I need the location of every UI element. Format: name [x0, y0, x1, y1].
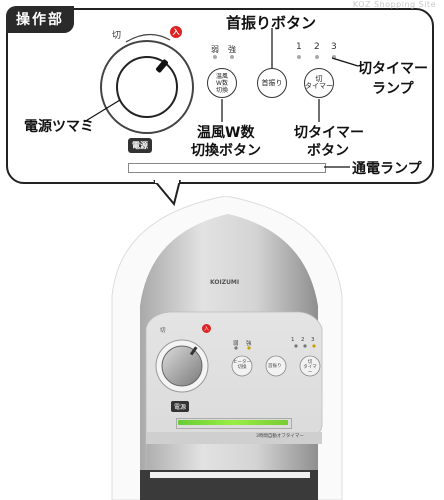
- heater-timer-btn[interactable]: 切 タイマー: [303, 360, 317, 375]
- heater-body: [111, 196, 343, 500]
- power-tag: 電源: [128, 138, 152, 153]
- heater-num-2: 2: [301, 337, 305, 343]
- power-lamp: [128, 163, 326, 173]
- heater-lamp-outline: [176, 418, 292, 429]
- strong-label: 強: [228, 45, 236, 54]
- swing-button[interactable]: 首振り: [257, 68, 287, 98]
- timer-note: 3時間自動オフタイマー: [256, 434, 304, 439]
- timer-num-3: 3: [331, 42, 337, 52]
- strong-lamp: [230, 55, 234, 59]
- heater-switch-btn[interactable]: ヒーター 切換: [233, 360, 251, 370]
- timer-lamp-1: [297, 55, 301, 59]
- timer-num-2: 2: [314, 42, 320, 52]
- leader-lines: [83, 28, 359, 168]
- heater-strong: 強: [246, 341, 252, 347]
- timer-num-1: 1: [296, 42, 302, 52]
- heater-power-lamp: [178, 420, 288, 425]
- weak-lamp: [213, 55, 217, 59]
- heat-annotation-1: 温風W数: [197, 125, 255, 141]
- heater-num-3: 3: [311, 337, 315, 343]
- on-badge: 入: [170, 26, 182, 38]
- timer-btn-annotation-1: 切タイマー: [294, 125, 364, 141]
- timer-lamp-3: [332, 55, 336, 59]
- panel-title: 操作部: [6, 6, 74, 33]
- power-knob-annotation: 電源ツマミ: [24, 119, 94, 135]
- heat-annotation-2: 切換ボタン: [191, 143, 261, 159]
- knob-arc: [125, 33, 171, 43]
- watermark: KOZ Shopping Site: [352, 0, 436, 9]
- heater-power-tag: 電源: [171, 401, 190, 412]
- heater-weak: 弱: [233, 341, 239, 347]
- timer-button[interactable]: 切 タイマー: [304, 68, 334, 98]
- timer-lamp-annotation-2: ランプ: [372, 81, 414, 97]
- heat-switch-button[interactable]: 温風 W数 切換: [207, 68, 237, 98]
- lamp-annotation: 通電ランプ: [352, 161, 422, 177]
- heater-num-1: 1: [291, 337, 295, 343]
- heater-swing-btn[interactable]: 首振り: [268, 364, 282, 369]
- timer-lamp-2: [315, 55, 319, 59]
- swing-annotation: 首振りボタン: [226, 14, 317, 32]
- heater-on-badge: 入: [202, 324, 211, 333]
- timer-lamp-annotation-1: 切タイマー: [358, 61, 428, 77]
- callout-tail: [153, 180, 181, 206]
- power-knob[interactable]: [116, 56, 178, 118]
- heater-off-label: 切: [160, 328, 166, 334]
- weak-label: 弱: [211, 45, 219, 54]
- timer-btn-annotation-2: ボタン: [307, 143, 349, 159]
- off-label: 切: [112, 31, 122, 41]
- brand-logo: KOIZUMI: [210, 279, 240, 286]
